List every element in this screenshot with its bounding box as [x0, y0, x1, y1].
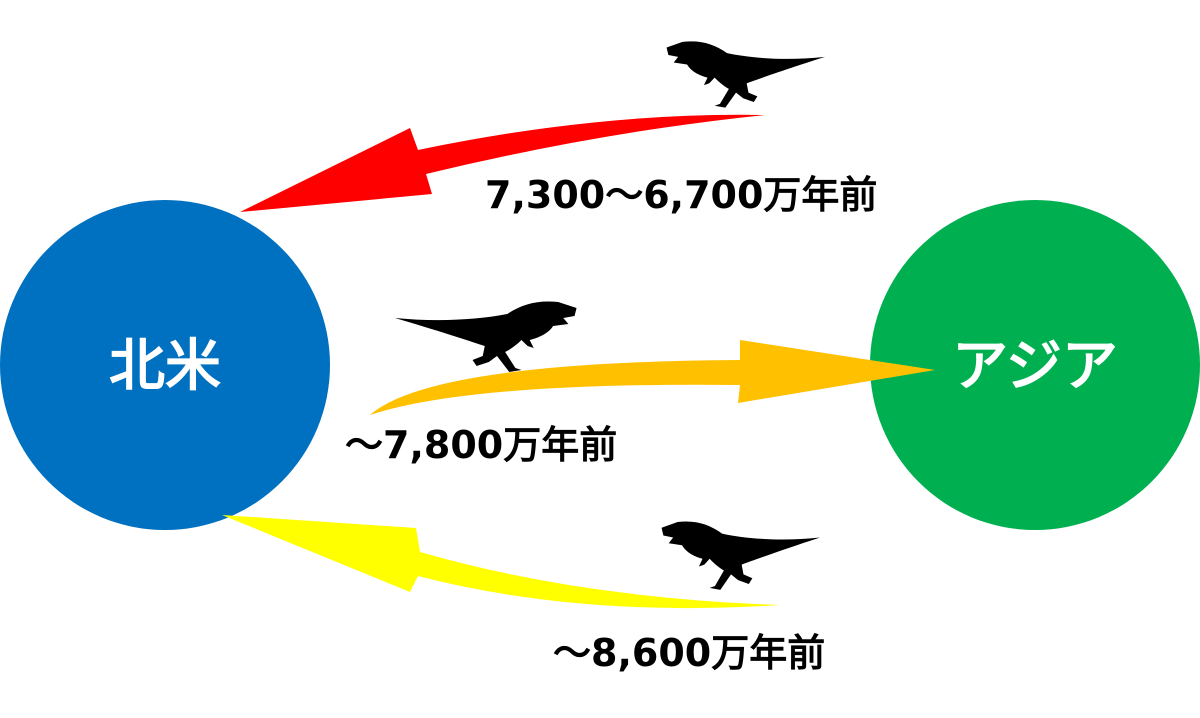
period-label-1: 7,300〜6,700万年前 — [485, 173, 877, 217]
red-arrow-asia-to-north-america — [240, 114, 765, 212]
dinosaur-middle-icon — [395, 301, 577, 372]
period-label-3: 〜8,600万年前 — [553, 631, 825, 675]
dinosaur-top-icon — [666, 41, 825, 108]
yellow-arrow-asia-to-north-america — [222, 515, 780, 609]
north-america-circle — [0, 200, 330, 530]
asia-label: アジア — [952, 334, 1118, 399]
asia-circle — [870, 200, 1200, 530]
period-label-2: 〜7,800万年前 — [345, 423, 617, 467]
north-america-label: 北米 — [109, 334, 221, 399]
orange-arrow-north-america-to-asia — [370, 340, 935, 415]
dinosaur-bottom-icon — [661, 521, 820, 590]
